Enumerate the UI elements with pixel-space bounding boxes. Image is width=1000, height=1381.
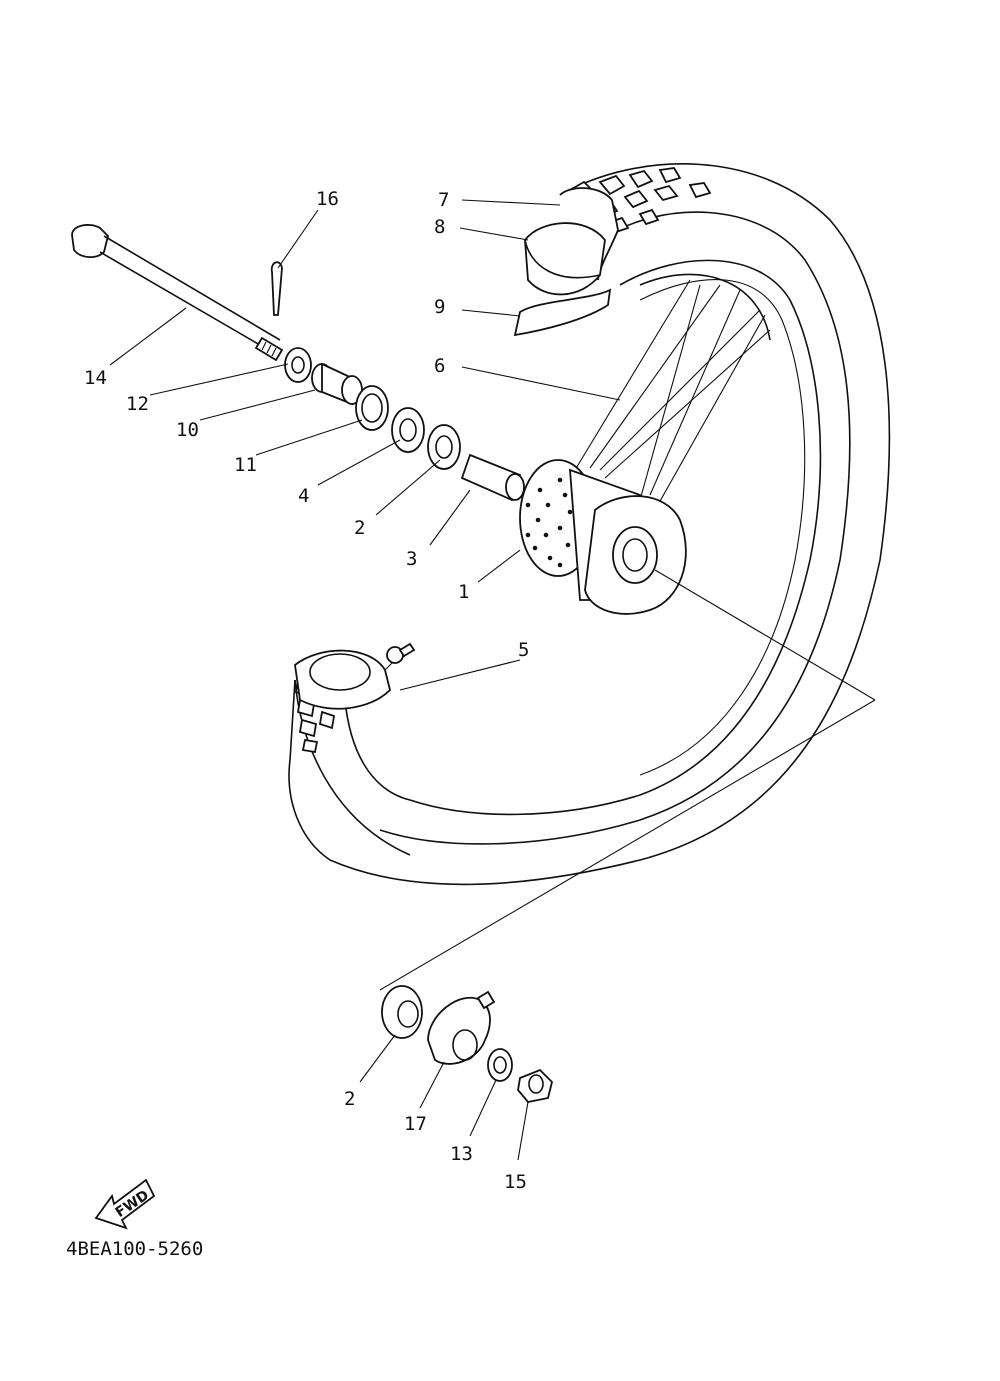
callout-7: 7 (438, 189, 449, 211)
tube (524, 222, 606, 296)
tread-top (568, 167, 712, 234)
nut-15 (517, 1068, 553, 1103)
callout-1: 1 (458, 581, 469, 603)
meter-gear-unit-17 (427, 990, 496, 1065)
callout-5: 5 (518, 639, 529, 661)
rim-band (513, 288, 612, 337)
cotter-pin (270, 261, 283, 316)
diagram-code: 4BEA100-5260 (66, 1238, 203, 1260)
bearing-4 (391, 407, 425, 453)
bearing-2-top (427, 424, 461, 470)
hub (519, 459, 687, 615)
spacer-3 (460, 453, 525, 502)
washer-12 (284, 347, 312, 383)
bearing-2-bottom (381, 985, 423, 1039)
callout-10: 10 (176, 419, 199, 441)
reference-lines (379, 569, 876, 991)
callout-17: 17 (404, 1113, 427, 1135)
callouts: 16 7 8 9 6 14 12 10 11 4 2 3 1 5 2 17 13… (84, 188, 529, 1193)
spokes (574, 279, 771, 511)
collar-10 (311, 362, 363, 406)
callout-11: 11 (234, 454, 257, 476)
callout-16: 16 (316, 188, 339, 210)
washer-13 (487, 1048, 513, 1082)
callout-14: 14 (84, 367, 107, 389)
rim (384, 273, 771, 671)
leader-lines (109, 199, 621, 1161)
fwd-arrow-icon: FWD (94, 1178, 156, 1230)
callout-12: 12 (126, 393, 149, 415)
callout-15: 15 (504, 1171, 527, 1193)
callout-6: 6 (434, 355, 445, 377)
callout-9: 9 (434, 296, 445, 318)
callout-4: 4 (298, 485, 309, 507)
hub-holes (525, 477, 573, 568)
callout-2b: 2 (344, 1088, 355, 1110)
callout-2a: 2 (354, 517, 365, 539)
oil-seal-11 (355, 385, 389, 431)
callout-13: 13 (450, 1143, 473, 1165)
axle (71, 224, 284, 362)
callout-3: 3 (406, 548, 417, 570)
callout-8: 8 (434, 216, 445, 238)
